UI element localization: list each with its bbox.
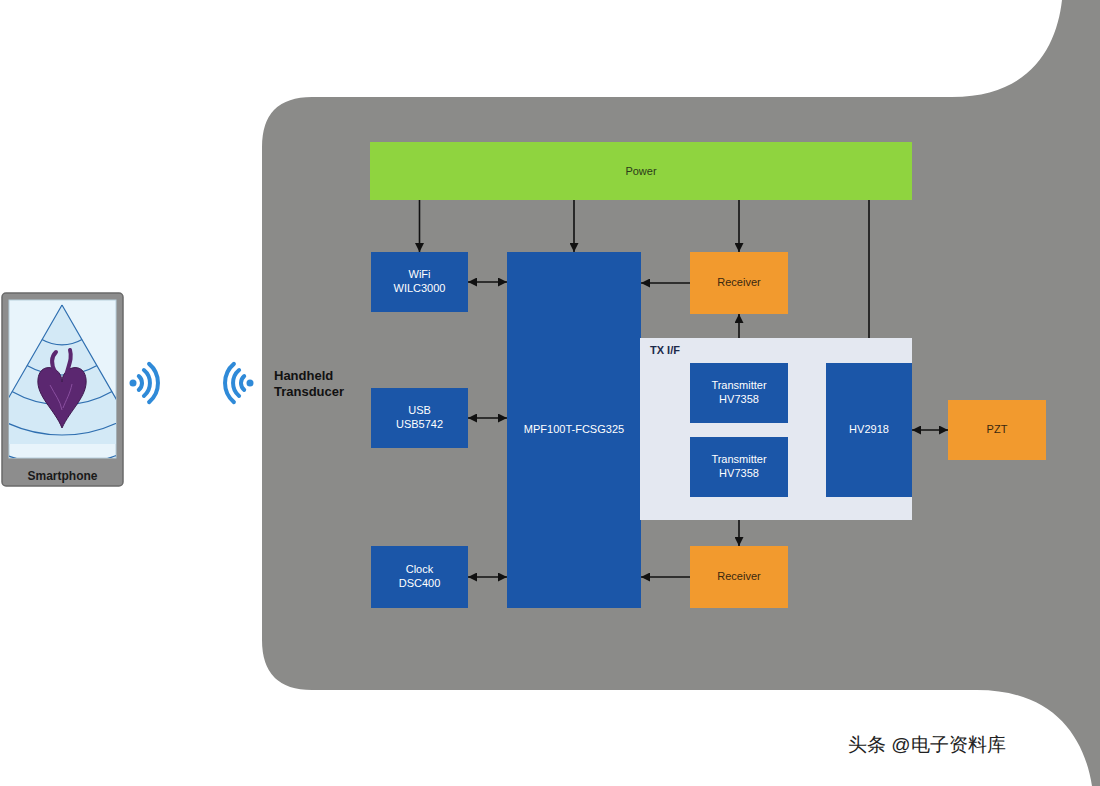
receiver-box: Receiver bbox=[690, 546, 788, 608]
tx-interface-band: TX I/FTransmitterHV7358TransmitterHV7358… bbox=[640, 338, 912, 520]
signal-arrow bbox=[912, 429, 948, 431]
usb-chip: USBUSB5742 bbox=[371, 388, 468, 448]
box-label: WiFi bbox=[409, 268, 431, 282]
receiver-box: Receiver bbox=[690, 252, 788, 314]
box-label: MPF100T-FCSG325 bbox=[524, 423, 624, 437]
box-label: Clock bbox=[406, 563, 434, 577]
transmitter-chip: TransmitterHV7358 bbox=[690, 363, 788, 423]
signal-arrow bbox=[641, 466, 690, 468]
text-group: USBUSB5742 bbox=[371, 388, 468, 448]
part-number: HV7358 bbox=[719, 467, 759, 481]
signal-arrow bbox=[468, 281, 507, 283]
box-label: PZT bbox=[987, 423, 1008, 437]
signal-arrow bbox=[419, 200, 421, 252]
signal-arrow bbox=[738, 314, 740, 363]
smartphone: Smartphone bbox=[2, 293, 123, 486]
text-group: Handheld Transducer bbox=[274, 368, 368, 399]
box-label: Handheld Transducer bbox=[274, 368, 368, 399]
text-group: WiFiWILC3000 bbox=[371, 252, 468, 312]
text-group: ClockDSC400 bbox=[371, 546, 468, 608]
text-group: MPF100T-FCSG325 bbox=[507, 252, 641, 608]
switch-chip: HV2918 bbox=[826, 363, 912, 497]
signal-arrow bbox=[641, 392, 690, 394]
part-number: USB5742 bbox=[396, 418, 443, 432]
part-number: WILC3000 bbox=[394, 282, 446, 296]
housing-shape bbox=[262, 0, 1100, 786]
box-label: Transmitter bbox=[711, 379, 766, 393]
pzt-element: PZT bbox=[948, 400, 1046, 460]
box-label: Transmitter bbox=[711, 453, 766, 467]
transmitter-chip: TransmitterHV7358 bbox=[690, 437, 788, 497]
box-label: USB bbox=[408, 404, 431, 418]
signal-arrow bbox=[868, 200, 870, 363]
text-group: Receiver bbox=[690, 546, 788, 608]
transducer-housing: Handheld Transducer PowerWiFiWILC3000USBU… bbox=[262, 0, 1100, 786]
box-label: Power bbox=[625, 165, 656, 177]
signal-arrow bbox=[738, 497, 740, 546]
signal-arrow bbox=[738, 200, 740, 252]
watermark: 头条 @电子资料库 bbox=[848, 732, 1006, 758]
wireless-signal-icon bbox=[225, 364, 253, 402]
text-group: TX I/F bbox=[650, 344, 680, 356]
box-label: Smartphone bbox=[2, 469, 123, 483]
text-group: Smartphone bbox=[2, 469, 123, 483]
text-group: Power bbox=[370, 142, 912, 200]
signal-arrow bbox=[788, 392, 826, 394]
part-number: DSC400 bbox=[399, 577, 441, 591]
text-group: HV2918 bbox=[826, 363, 912, 497]
box-label: Receiver bbox=[717, 276, 760, 290]
fpga-block: MPF100T-FCSG325 bbox=[507, 252, 641, 608]
text-group: PZT bbox=[948, 400, 1046, 460]
signal-arrow bbox=[573, 200, 575, 252]
wifi-chip: WiFiWILC3000 bbox=[371, 252, 468, 312]
text-group: TransmitterHV7358 bbox=[690, 363, 788, 423]
wireless-signal-icon bbox=[130, 364, 158, 402]
part-number: HV7358 bbox=[719, 393, 759, 407]
clock-chip: ClockDSC400 bbox=[371, 546, 468, 608]
box-label: TX I/F bbox=[650, 344, 680, 356]
signal-arrow bbox=[641, 576, 690, 578]
signal-arrow bbox=[468, 417, 507, 419]
box-label: Receiver bbox=[717, 570, 760, 584]
signal-arrow bbox=[641, 282, 690, 284]
box-label: HV2918 bbox=[849, 423, 889, 437]
text-group: TransmitterHV7358 bbox=[690, 437, 788, 497]
signal-arrow bbox=[468, 576, 507, 578]
power-bar: Power bbox=[370, 142, 912, 200]
signal-arrow bbox=[788, 466, 826, 468]
text-group: Receiver bbox=[690, 252, 788, 314]
smartphone-figure bbox=[0, 293, 142, 486]
